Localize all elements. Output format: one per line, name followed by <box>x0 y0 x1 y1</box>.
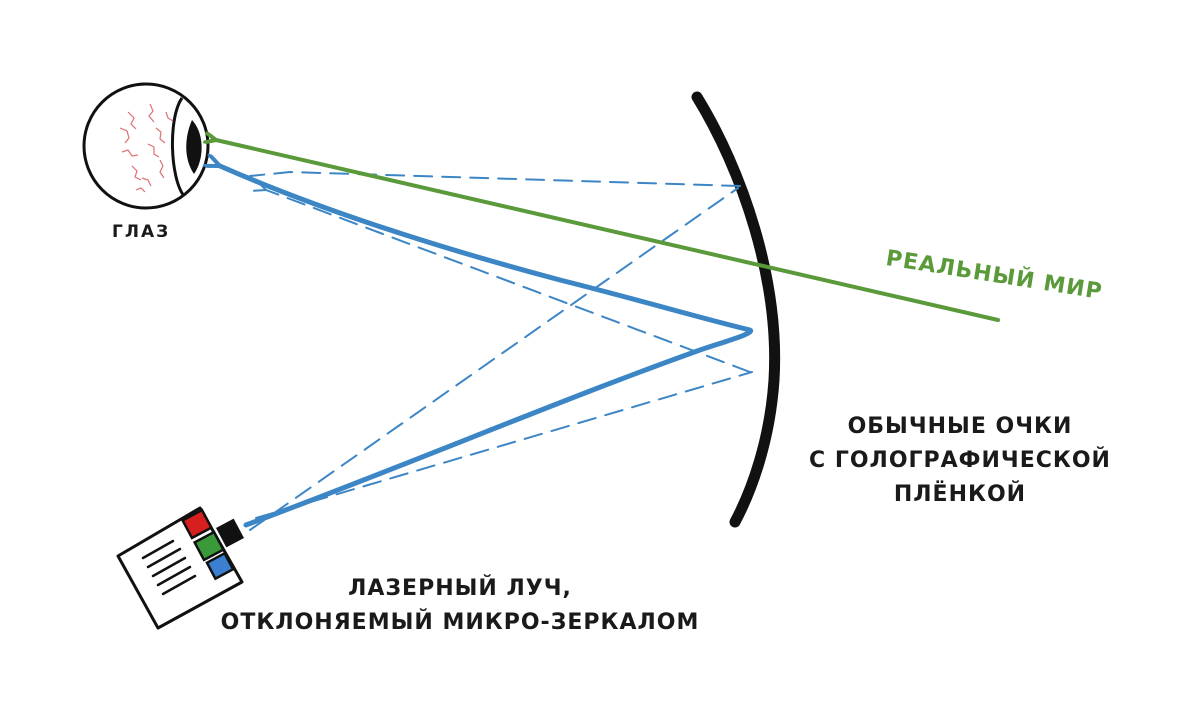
glasses-caption-line3: ПЛЁНКОЙ <box>893 482 1027 507</box>
glasses-caption-line1: ОБЫЧНЫЕ ОЧКИ <box>847 414 1073 439</box>
real-world-ray <box>216 140 1000 322</box>
eyeball-icon <box>82 82 210 210</box>
eye-vessels <box>119 103 174 193</box>
glasses-caption: ОБЫЧНЫЕ ОЧКИ С ГОЛОГРАФИЧЕСКОЙ ПЛЁНКОЙ <box>790 410 1130 512</box>
glasses-lens <box>691 91 781 528</box>
laser-beam <box>220 166 754 528</box>
laser-caption-line2: ОТКЛОНЯЕМЫЙ МИКРО-ЗЕРКАЛОМ <box>220 610 700 635</box>
laser-projector-icon <box>116 506 244 630</box>
glasses-caption-line2: С ГОЛОГРАФИЧЕСКОЙ <box>809 448 1111 473</box>
eye-label: ГЛАЗ <box>112 222 171 242</box>
laser-caption-line1: ЛАЗЕРНЫЙ ЛУЧ, <box>348 576 572 601</box>
laser-dashed-rays <box>249 170 753 531</box>
laser-caption: ЛАЗЕРНЫЙ ЛУЧ, ОТКЛОНЯЕМЫЙ МИКРО-ЗЕРКАЛОМ <box>200 572 720 640</box>
